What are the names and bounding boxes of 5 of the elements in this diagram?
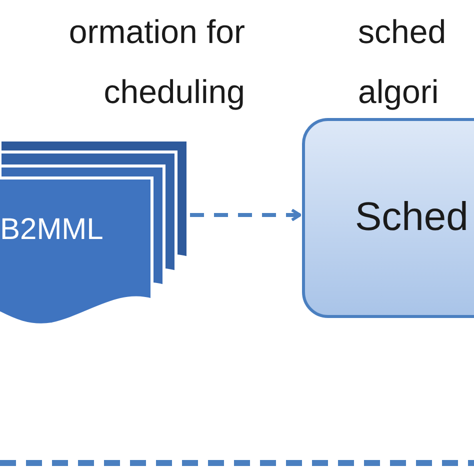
box-label: Sched — [355, 194, 468, 241]
document-label: B2MML — [0, 212, 104, 248]
heading-text: sched algori — [358, 12, 448, 112]
dashed-arrow — [190, 208, 302, 222]
heading-text: ormation for cheduling — [68, 12, 245, 112]
